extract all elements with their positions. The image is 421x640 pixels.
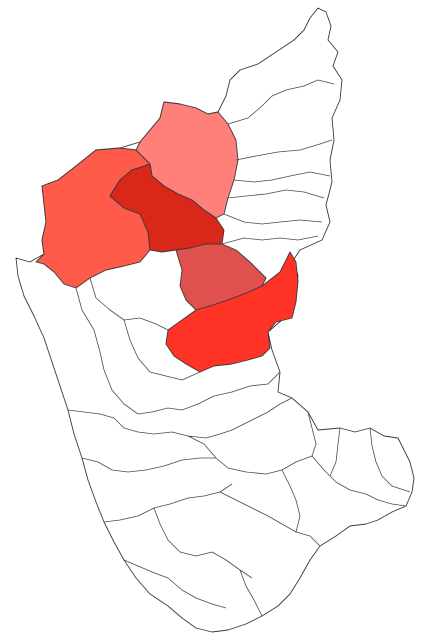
- district-boundaries: [67, 79, 411, 617]
- district-region-a[interactable]: [35, 147, 151, 289]
- district-region-c[interactable]: [109, 163, 225, 253]
- district-region-e[interactable]: [165, 251, 299, 373]
